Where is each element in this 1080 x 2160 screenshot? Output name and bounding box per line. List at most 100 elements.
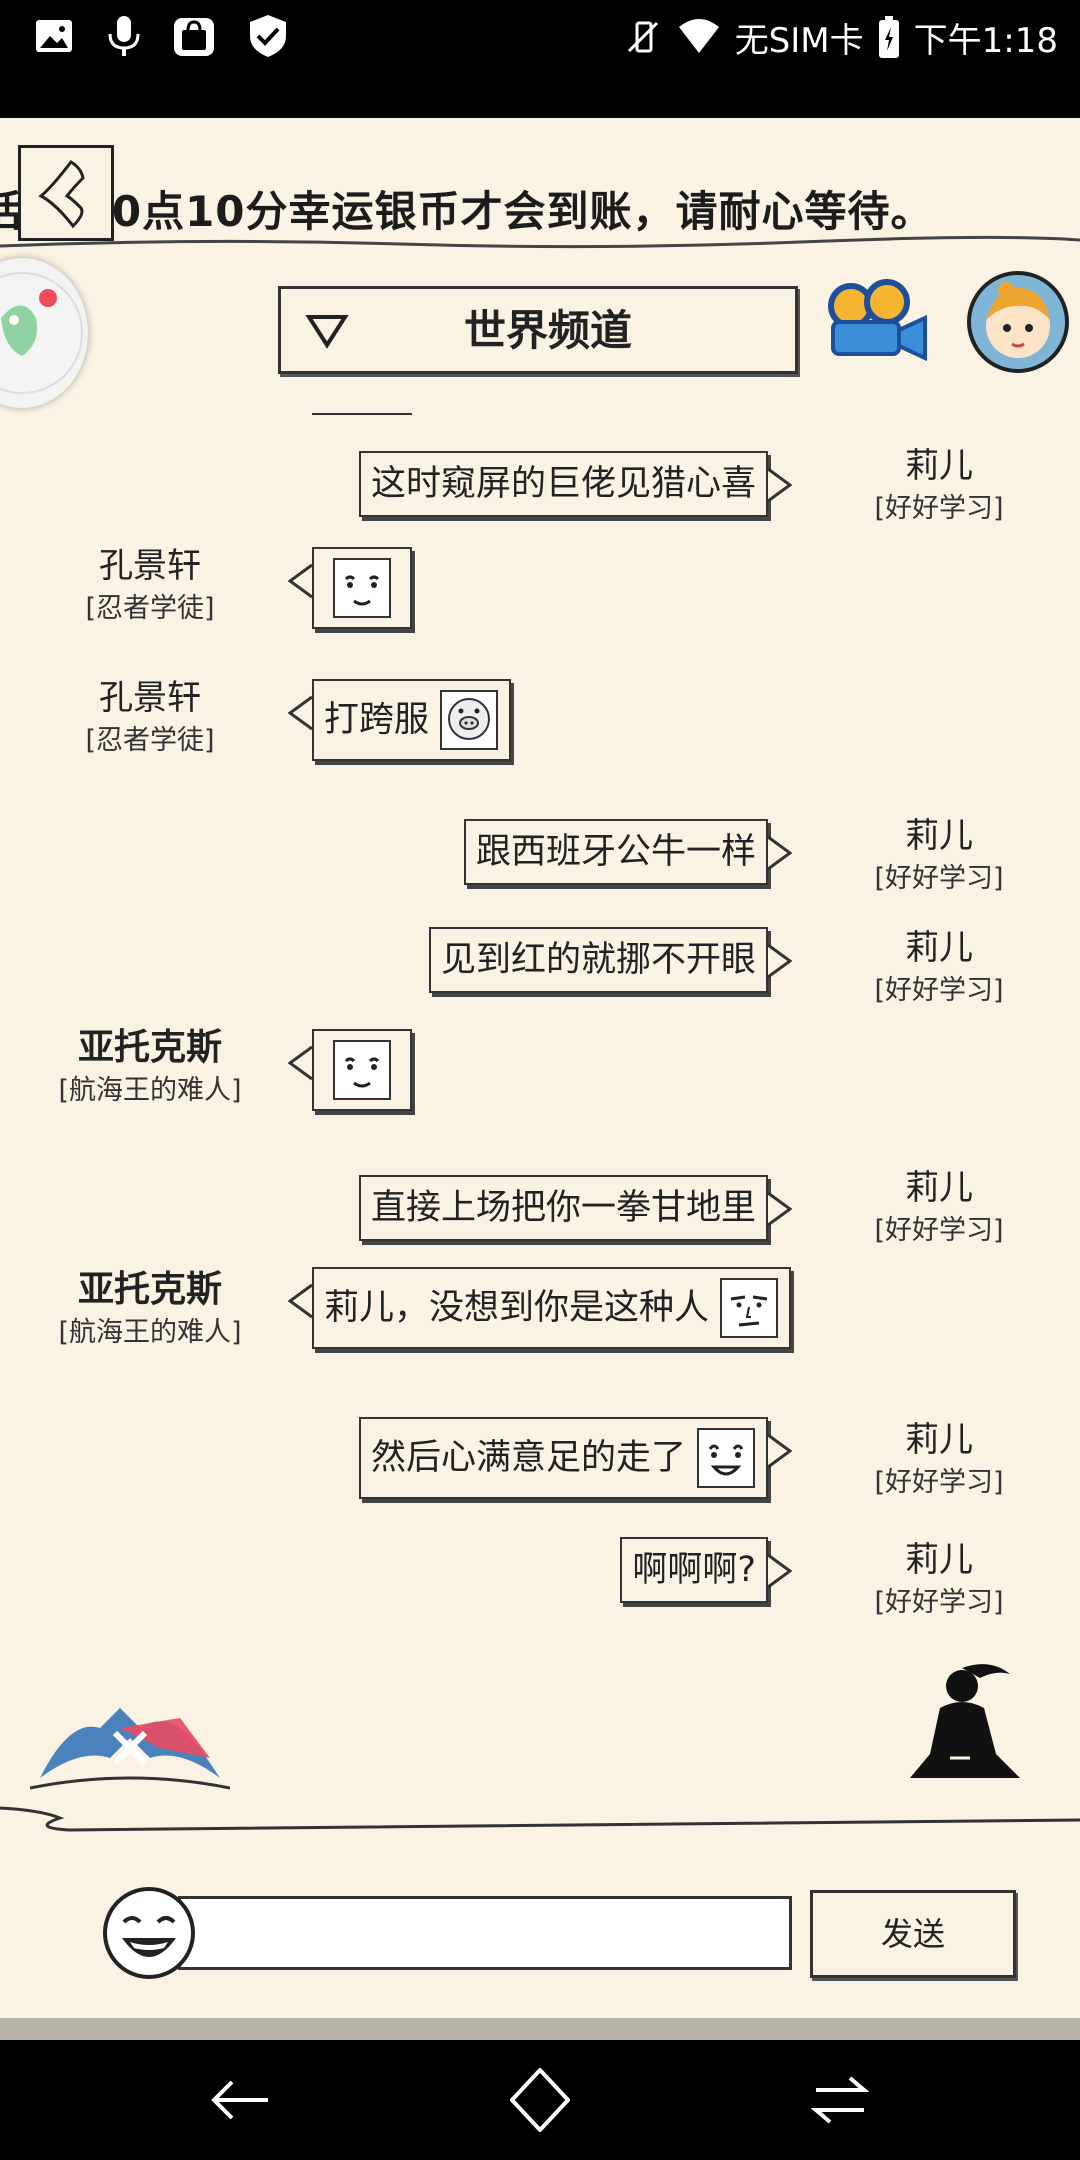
back-arrow-icon [38,160,85,229]
chat-message: 莉儿 [好好学习] 见到红的就挪不开眼 [0,925,1080,1025]
status-bar: 无SIM卡 下午1:18 [0,0,1080,118]
navigation-bar [0,2040,1080,2160]
bubble-tail [288,1045,312,1081]
message-bubble: 然后心满意足的走了 [358,1417,792,1499]
smirk-emote-icon [720,1278,779,1338]
message-bubble [288,1029,412,1111]
sender-title: [忍者学徒] [85,593,215,624]
mute-icon [627,21,658,53]
sender-info[interactable]: 莉儿 [好好学习] [798,443,1080,529]
sender-info[interactable]: 莉儿 [好好学习] [798,1537,1080,1623]
message-bubble: 跟西班牙公牛一样 [463,819,792,885]
shopping-bag-icon [174,18,214,56]
sender-title: [好好学习] [874,1215,1004,1246]
sender-title: [航海王的难人] [58,1317,242,1348]
happy-emote-icon [697,1428,755,1488]
bubble-tail [288,563,312,599]
sender-title: [好好学习] [874,1587,1004,1618]
sender-name: 亚托克斯 [77,1027,222,1068]
chat-message: 亚托克斯 [航海王的难人] [0,1025,1080,1135]
shield-check-icon [250,15,286,57]
message-text: 莉儿，没想到你是这种人 [324,1288,710,1328]
robot-mascot-button[interactable] [0,258,88,408]
chat-message: 莉儿 [好好学习] 直接上场把你一拳甘地里 [0,1165,1080,1265]
send-button[interactable]: 发送 [810,1890,1016,1978]
sender-name: 莉儿 [905,1540,973,1580]
bubble-tail [288,1283,312,1319]
sender-title: [好好学习] [874,1467,1004,1498]
message-text: 见到红的就挪不开眼 [440,940,756,980]
bubble-tail [768,943,792,979]
sender-title: [好好学习] [874,975,1004,1006]
game-bottom-edge [0,2018,1080,2040]
message-bubble: 直接上场把你一拳甘地里 [358,1175,792,1241]
robot-icon [0,272,83,394]
microphone-icon [108,16,140,56]
ground-divider [0,1806,1080,1832]
chat-message: 莉儿 [好好学习] 这时窥屏的巨佬见猎心喜 [0,443,1080,543]
message-bubble: 啊啊啊? [620,1537,792,1603]
message-bubble: 这时窥屏的巨佬见猎心喜 [358,451,792,517]
bubble-tail [768,1191,792,1227]
image-icon [36,20,72,52]
sender-title: [航海王的难人] [58,1075,242,1106]
divider [312,413,412,415]
sender-info[interactable]: 莉儿 [好好学习] [798,813,1080,899]
bubble-tail [768,1433,792,1469]
sender-name: 莉儿 [905,1168,973,1208]
face-emote-icon [333,558,391,618]
channel-title: 世界频道 [463,306,632,355]
message-text: 啊啊啊? [632,1550,756,1590]
bubble-tail [768,1553,792,1589]
message-text: 跟西班牙公牛一样 [475,832,756,872]
sender-info[interactable]: 亚托克斯 [航海王的难人] [10,1025,290,1111]
triangle-down-icon [305,315,349,349]
message-bubble: 打跨服 [288,679,512,761]
home-nav-icon[interactable] [498,2058,582,2142]
bubble-tail [768,835,792,871]
sender-info[interactable]: 莉儿 [好好学习] [798,1417,1080,1503]
sender-info[interactable]: 亚托克斯 [航海王的难人] [10,1267,290,1353]
sender-name: 孔景轩 [99,678,201,718]
sender-title: [忍者学徒] [85,725,215,756]
message-bubble: 见到红的就挪不开眼 [428,927,792,993]
sender-title: [好好学习] [874,493,1004,524]
wifi-icon [678,19,719,53]
message-bubble [288,547,412,629]
sender-info[interactable]: 孔景轩 [忍者学徒] [10,675,290,761]
face-emote-icon [333,1040,391,1100]
chat-message: 莉儿 [好好学习] 啊啊啊? [0,1537,1080,1637]
announcement-banner: 活动 10点10分幸运银币才会到账，请耐心等待。 [0,187,934,236]
chat-input[interactable] [178,1896,792,1970]
meditating-figure-icon [910,1664,1020,1778]
sender-info[interactable]: 莉儿 [好好学习] [798,1165,1080,1251]
emoji-picker-button[interactable] [102,1886,196,1980]
clock-text: 下午1:18 [913,20,1058,61]
sender-name: 孔景轩 [99,546,201,586]
player-avatar[interactable] [966,270,1070,374]
back-nav-icon[interactable] [198,2058,282,2142]
sender-title: [好好学习] [874,863,1004,894]
channel-selector[interactable]: 世界频道 [278,286,798,374]
sender-name: 亚托克斯 [77,1269,222,1310]
chat-message: 孔景轩 [忍者学徒] 打跨服 [0,675,1080,785]
sender-info[interactable]: 莉儿 [好好学习] [798,925,1080,1011]
bubble-tail [288,695,312,731]
chat-message: 亚托克斯 [航海王的难人] 莉儿，没想到你是这种人 [0,1267,1080,1377]
sender-info[interactable]: 孔景轩 [忍者学徒] [10,543,290,629]
message-bubble: 莉儿，没想到你是这种人 [288,1267,792,1349]
sender-name: 莉儿 [905,1420,973,1460]
recents-nav-icon[interactable] [798,2058,882,2142]
pig-emote-icon [440,690,499,750]
sender-name: 莉儿 [905,928,973,968]
message-text: 然后心满意足的走了 [370,1438,686,1478]
chat-message: 莉儿 [好好学习] 跟西班牙公牛一样 [0,813,1080,913]
message-text: 直接上场把你一拳甘地里 [370,1188,756,1228]
video-camera-icon[interactable] [825,278,930,368]
battery-charging-icon [878,16,899,58]
sender-name: 莉儿 [905,816,973,856]
carrier-text: 无SIM卡 [734,20,864,61]
chat-message: 孔景轩 [忍者学徒] [0,543,1080,653]
fighters-logo-icon [30,1708,230,1790]
back-button[interactable] [18,145,114,241]
